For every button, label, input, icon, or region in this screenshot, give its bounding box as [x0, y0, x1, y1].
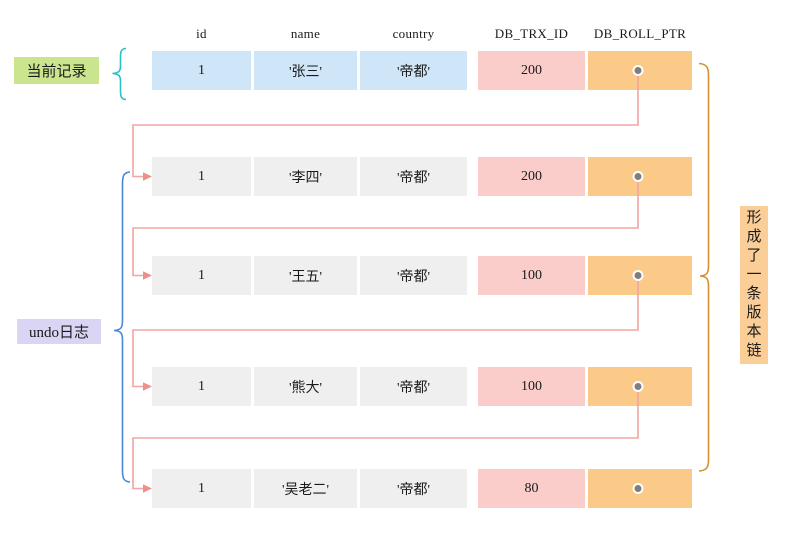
column-header-db-roll-ptr: DB_ROLL_PTR	[593, 26, 687, 41]
column-header-name: name	[290, 26, 321, 41]
table-row-undo-4: 1 '吴老二' '帝都' 80	[0, 469, 787, 508]
cell-name: '熊大'	[254, 367, 357, 406]
cell-country: '帝都'	[360, 51, 467, 90]
cell-id: 1	[152, 469, 251, 508]
cell-country: '帝都'	[360, 256, 467, 295]
undo-log-brace	[113, 171, 131, 483]
table-row-undo-1: 1 '李四' '帝都' 200	[0, 157, 787, 196]
cell-id: 1	[152, 157, 251, 196]
cell-db-roll-ptr	[588, 51, 692, 90]
cell-db-trx-id: 200	[478, 157, 585, 196]
cell-id: 1	[152, 367, 251, 406]
cell-country: '帝都'	[360, 157, 467, 196]
cell-db-trx-id: 80	[478, 469, 585, 508]
cell-db-roll-ptr	[588, 256, 692, 295]
cell-name: '王五'	[254, 256, 357, 295]
table-row-current: 1 '张三' '帝都' 200	[0, 51, 787, 90]
cell-name: '李四'	[254, 157, 357, 196]
cell-db-roll-ptr	[588, 469, 692, 508]
undo-log-label: undo日志	[17, 319, 101, 344]
cell-country: '帝都'	[360, 469, 467, 508]
cell-db-roll-ptr	[588, 367, 692, 406]
cell-country: '帝都'	[360, 367, 467, 406]
column-header-country: country	[392, 26, 435, 41]
column-header-db-trx-id: DB_TRX_ID	[494, 26, 569, 41]
table-row-undo-3: 1 '熊大' '帝都' 100	[0, 367, 787, 406]
cell-id: 1	[152, 51, 251, 90]
version-chain-label: 形成了一条版本链	[740, 206, 768, 364]
cell-db-trx-id: 100	[478, 256, 585, 295]
current-record-label: 当前记录	[14, 57, 99, 84]
cell-db-trx-id: 100	[478, 367, 585, 406]
table-row-undo-2: 1 '王五' '帝都' 100	[0, 256, 787, 295]
cell-db-roll-ptr	[588, 157, 692, 196]
cell-name: '张三'	[254, 51, 357, 90]
cell-id: 1	[152, 256, 251, 295]
cell-db-trx-id: 200	[478, 51, 585, 90]
cell-name: '吴老二'	[254, 469, 357, 508]
column-header-id: id	[196, 26, 207, 41]
